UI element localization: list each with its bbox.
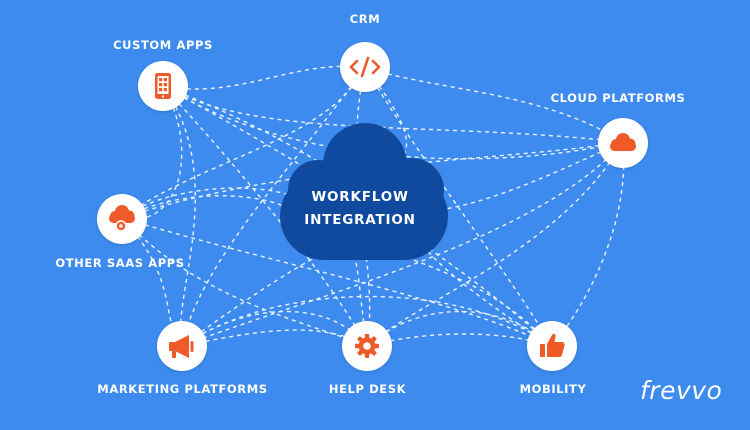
help-desk-label: HELP DESK (328, 382, 407, 396)
crm-label: CRM (349, 12, 381, 26)
phone-app-icon (155, 73, 171, 99)
marketing-node[interactable] (157, 321, 207, 371)
custom-apps-node[interactable] (138, 61, 188, 111)
center-title: WORKFLOW INTEGRATION (280, 186, 440, 232)
help-desk-node[interactable] (342, 321, 392, 371)
cloud-icon (610, 133, 636, 151)
cloud-platforms-label: CLOUD PLATFORMS (550, 91, 686, 105)
center-title-line1: WORKFLOW (311, 189, 409, 205)
gear-icon (355, 334, 379, 358)
frevvo-logo: frevvo (640, 376, 723, 405)
center-title-line2: INTEGRATION (304, 212, 416, 228)
marketing-label: MARKETING PLATFORMS (97, 382, 268, 396)
thumbs-up-icon (540, 333, 565, 357)
cloud-platforms-node[interactable] (598, 118, 648, 168)
code-icon (349, 56, 381, 78)
other-saas-node[interactable] (97, 194, 147, 244)
custom-apps-label: CUSTOM APPS (113, 38, 213, 52)
other-saas-label: OTHER SAAS APPS (55, 256, 185, 270)
crm-node[interactable] (340, 42, 390, 92)
mobility-label: MOBILITY (519, 382, 587, 396)
megaphone-icon (169, 335, 194, 358)
mobility-node[interactable] (527, 321, 577, 371)
cloud-gear-icon (109, 205, 135, 232)
